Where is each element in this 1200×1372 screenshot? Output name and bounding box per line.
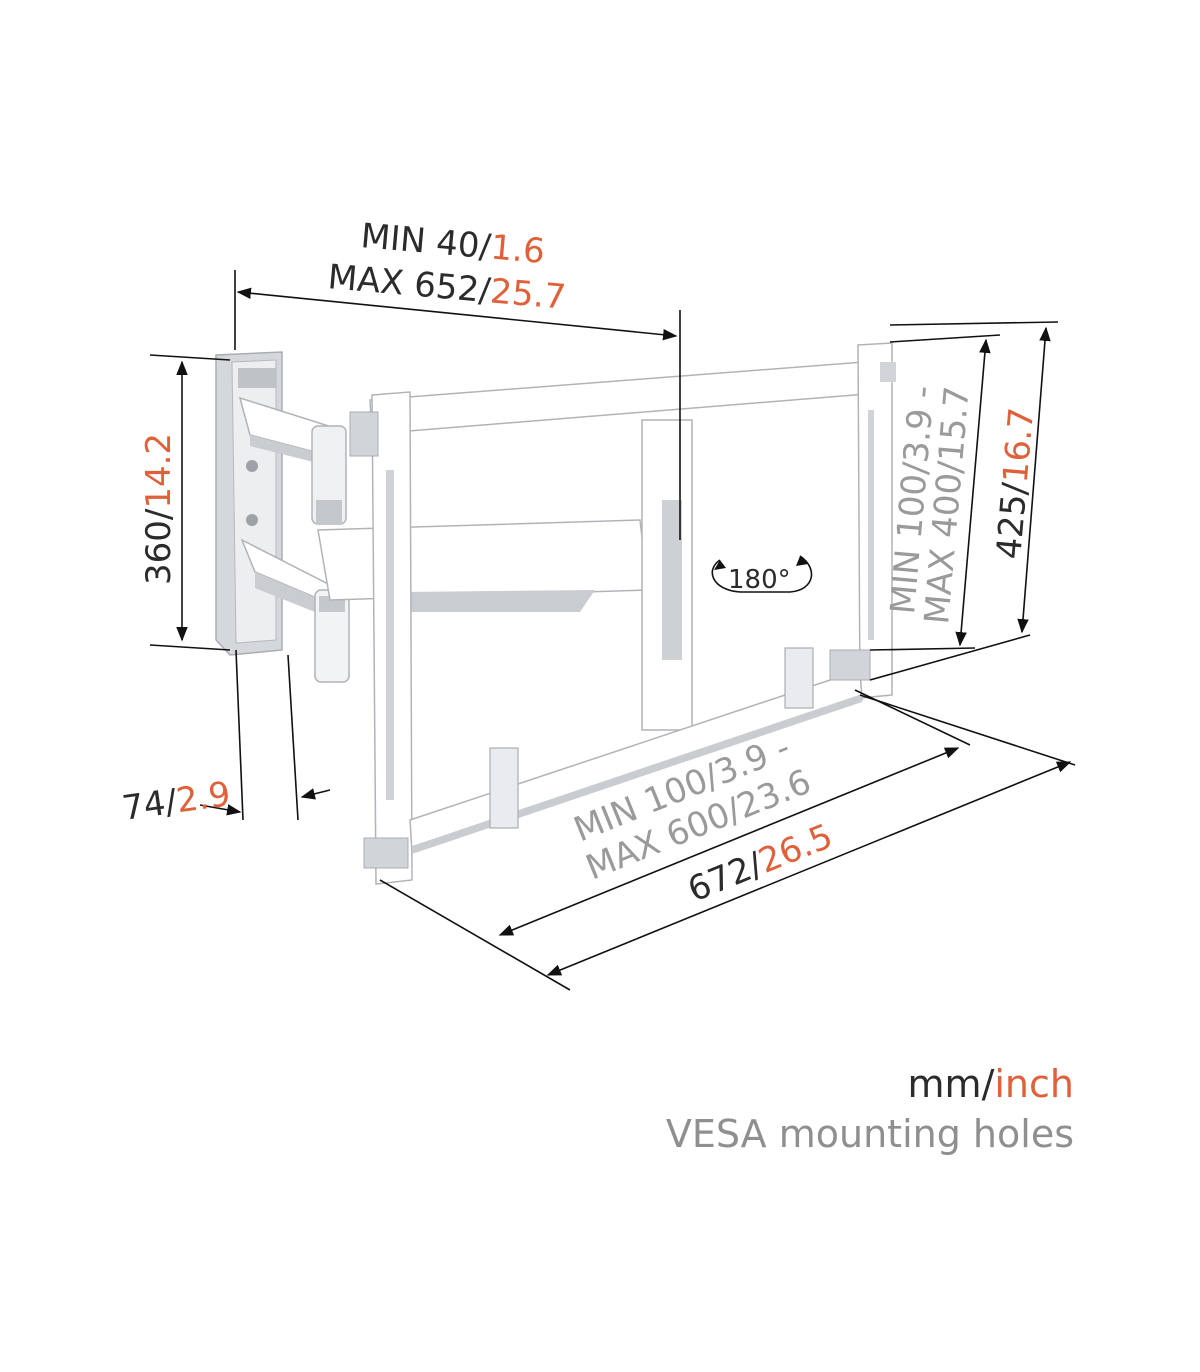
dimension-lines (149, 270, 1076, 991)
main-arm (317, 519, 649, 612)
wall-plate (215, 351, 283, 656)
svg-text:MIN 40/1.6: MIN 40/1.6 (359, 216, 546, 272)
vesa-vertical-label: MIN 100/3.9 - MAX 400/15.7 (883, 384, 978, 626)
depth-label: 74/2.9 (120, 774, 233, 829)
legend-vesa: VESA mounting holes (665, 1112, 1074, 1156)
legend-mm: mm/ (907, 1062, 995, 1106)
rotation-indicator: 180° (711, 555, 813, 595)
upper-arm (238, 396, 347, 525)
rotation-label: 180° (728, 565, 791, 595)
lower-arm (240, 538, 350, 683)
extension-label: MIN 40/1.6 MAX 652/25.7 (326, 216, 567, 318)
tv-height-label: 425/16.7 (989, 406, 1042, 561)
legend-units: mm/inch (908, 1062, 1074, 1106)
wall-height-label: 360/14.2 (139, 433, 179, 585)
center-column (641, 419, 693, 731)
legend-inch: inch (994, 1062, 1074, 1106)
